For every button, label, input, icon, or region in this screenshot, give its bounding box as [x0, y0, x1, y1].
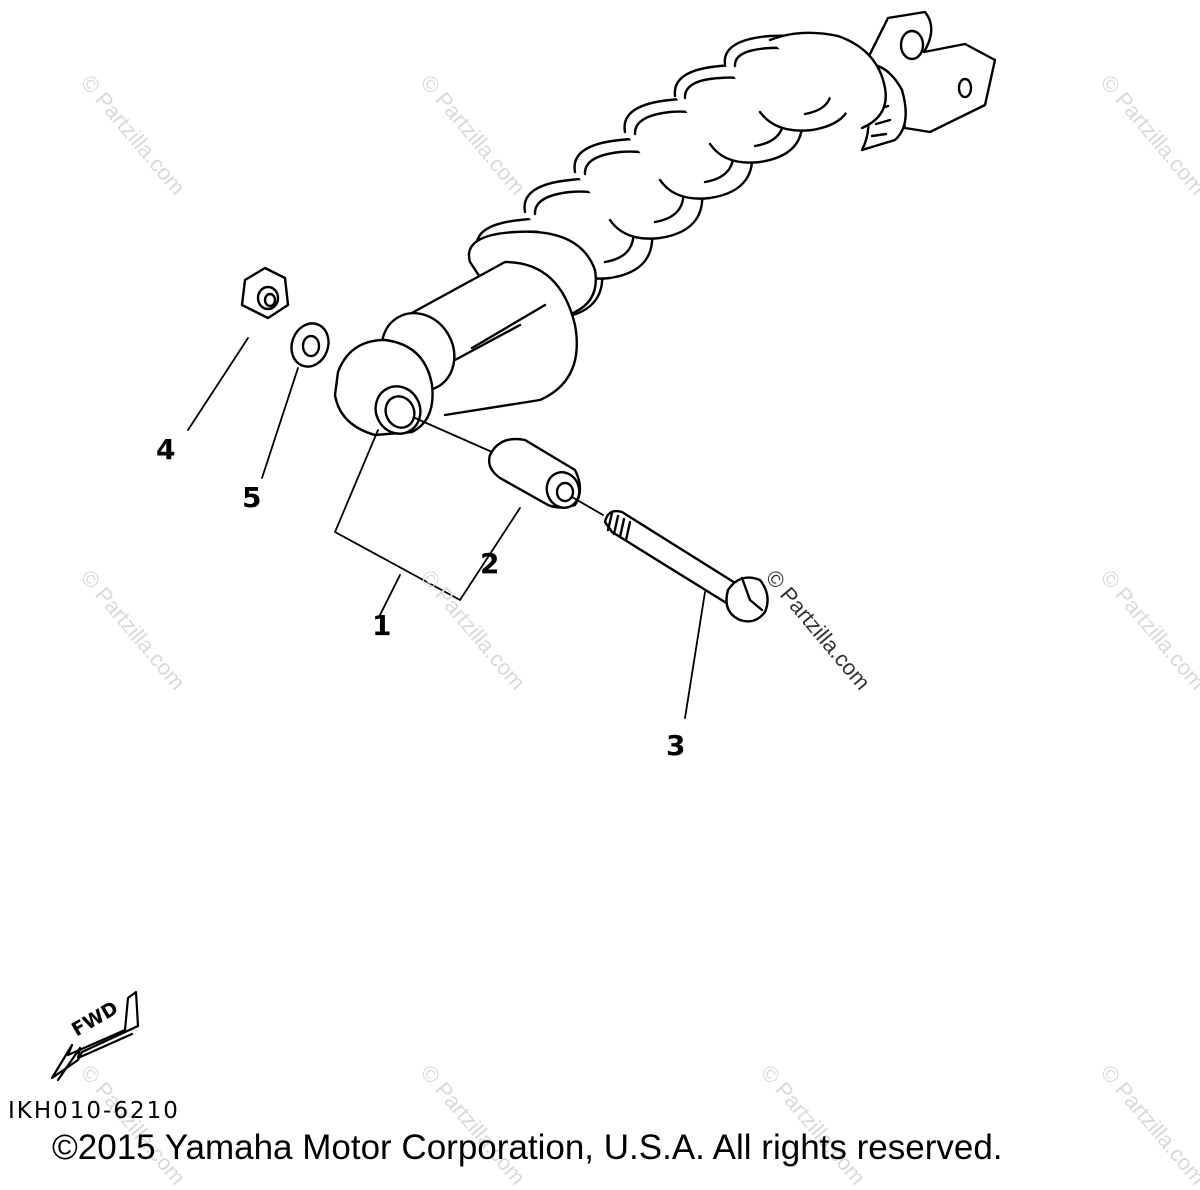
- callout-2: 2: [480, 547, 500, 580]
- callout-4: 4: [156, 433, 176, 466]
- callout-1: 1: [372, 609, 392, 642]
- leader-lines: [187, 337, 706, 719]
- copyright-notice: ©2015 Yamaha Motor Corporation, U.S.A. A…: [52, 1128, 1003, 1167]
- bushing: [487, 437, 582, 509]
- damper-cylinder: [380, 260, 578, 417]
- lower-eye-collar: [333, 338, 434, 437]
- fwd-arrow: [50, 990, 140, 1082]
- diagram-code: IKH010-6210: [8, 1098, 180, 1124]
- mounting-bolt: [603, 509, 769, 623]
- washer: [290, 322, 330, 368]
- callout-3: 3: [666, 729, 686, 762]
- callout-5: 5: [242, 481, 262, 514]
- hex-nut: [240, 266, 290, 320]
